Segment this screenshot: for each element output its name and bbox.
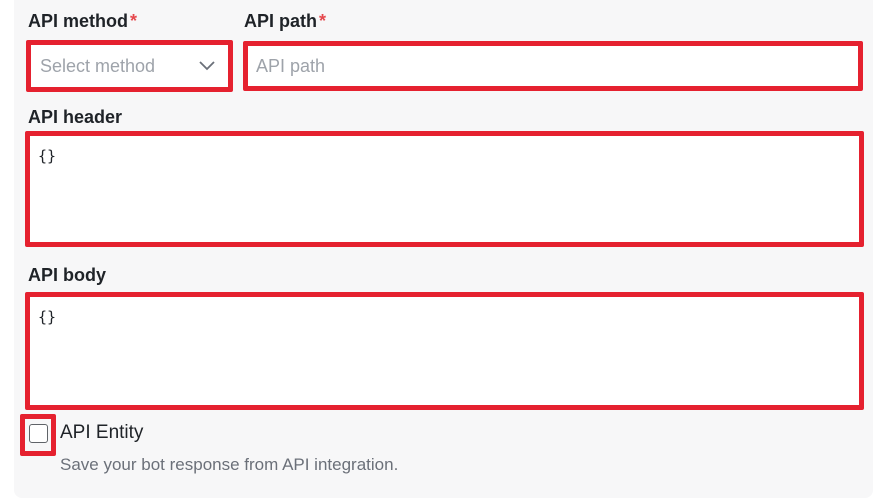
api-body-label: API body bbox=[28, 265, 107, 285]
required-mark: * bbox=[319, 11, 327, 31]
api-path-label: API path* bbox=[244, 11, 327, 31]
api-method-select-value: Select method bbox=[40, 55, 156, 76]
api-entity-checkbox[interactable] bbox=[29, 424, 48, 443]
api-body-field-highlight: {} bbox=[25, 292, 864, 410]
api-entity-help-text: Save your bot response from API integrat… bbox=[60, 455, 399, 474]
api-header-label: API header bbox=[28, 107, 123, 127]
api-method-label: API method* bbox=[28, 11, 138, 31]
api-entity-checkbox-highlight bbox=[20, 414, 56, 456]
api-method-select[interactable]: Select method bbox=[26, 40, 233, 92]
api-path-field-highlight bbox=[243, 41, 863, 91]
required-mark: * bbox=[130, 11, 138, 31]
api-path-input[interactable] bbox=[248, 46, 858, 86]
chevron-down-icon bbox=[199, 61, 215, 71]
api-body-textarea[interactable]: {} bbox=[30, 297, 859, 405]
api-header-textarea[interactable]: {} bbox=[30, 136, 859, 242]
api-header-field-highlight: {} bbox=[25, 131, 864, 247]
api-entity-label[interactable]: API Entity bbox=[60, 422, 144, 443]
